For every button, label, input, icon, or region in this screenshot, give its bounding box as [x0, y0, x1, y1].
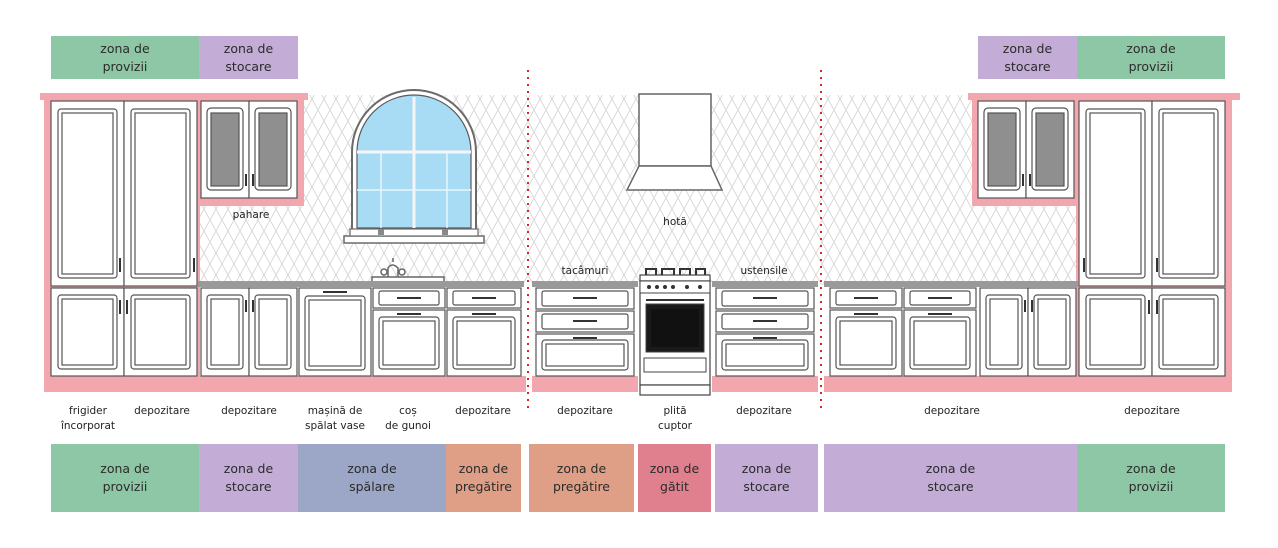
- label-ustensile: ustensile: [740, 265, 788, 277]
- bottom-zone-stocare-3: zona de stocare: [824, 444, 1077, 512]
- bottom-zone-provizii-left: zona de provizii: [51, 444, 199, 512]
- tall-cabinets-right: [1078, 100, 1226, 377]
- item-label-depozitare-2: depozitare: [221, 405, 277, 417]
- label-hota: hotă: [663, 216, 687, 228]
- arched-window: [343, 89, 485, 244]
- item-label-depozitare-3: depozitare: [455, 405, 511, 417]
- bottom-zone-stocare-1: zona de stocare: [199, 444, 298, 512]
- base-cabinet-tacamuri: [535, 287, 635, 377]
- upper-glass-cabinet-left: [200, 100, 298, 199]
- item-label-depozitare-7: depozitare: [1124, 405, 1180, 417]
- base-plinth-mid2: [712, 376, 818, 392]
- base-cabinets-left: [200, 287, 522, 377]
- item-label-depozitare-1: depozitare: [134, 405, 190, 417]
- bottom-zone-gatit: zona de gătit: [638, 444, 711, 512]
- item-label-plita-cuptor: plită cuptor: [658, 405, 692, 432]
- item-label-depozitare-6: depozitare: [924, 405, 980, 417]
- bottom-zone-spalare: zona de spălare: [298, 444, 446, 512]
- base-plinth-left: [44, 376, 526, 392]
- stove-oven: [639, 268, 711, 396]
- range-hood: [625, 93, 724, 191]
- tall-cabinets-left: [50, 100, 198, 377]
- top-zone-provizii-left: zona de provizii: [51, 36, 199, 79]
- bottom-zone-provizii-right: zona de provizii: [1077, 444, 1225, 512]
- label-pahare: pahare: [232, 209, 270, 221]
- counter-mid2: [712, 281, 818, 287]
- top-zone-provizii-right: zona de provizii: [1077, 36, 1225, 79]
- item-label-frigider: frigider încorporat: [60, 405, 116, 432]
- base-cabinets-right: [829, 287, 1077, 377]
- item-label-masina-vase: mașină de spălat vase: [305, 405, 365, 432]
- counter-left: [198, 281, 524, 287]
- bottom-zone-pregatire-2: zona de pregătire: [529, 444, 634, 512]
- top-zone-stocare-right: zona de stocare: [978, 36, 1077, 79]
- counter-right: [824, 281, 1078, 287]
- base-plinth-right: [824, 376, 1232, 392]
- bottom-zone-stocare-2: zona de stocare: [715, 444, 818, 512]
- item-label-cos-gunoi: coș de gunoi: [385, 405, 431, 432]
- bottom-zone-pregatire-1: zona de pregătire: [446, 444, 521, 512]
- base-plinth-mid: [532, 376, 638, 392]
- counter-mid: [532, 281, 638, 287]
- item-label-depozitare-5: depozitare: [736, 405, 792, 417]
- upper-glass-cabinet-right: [977, 100, 1075, 199]
- base-cabinet-ustensile: [715, 287, 815, 377]
- top-zone-stocare-left: zona de stocare: [199, 36, 298, 79]
- item-label-depozitare-4: depozitare: [557, 405, 613, 417]
- label-tacamuri: tacâmuri: [561, 265, 609, 277]
